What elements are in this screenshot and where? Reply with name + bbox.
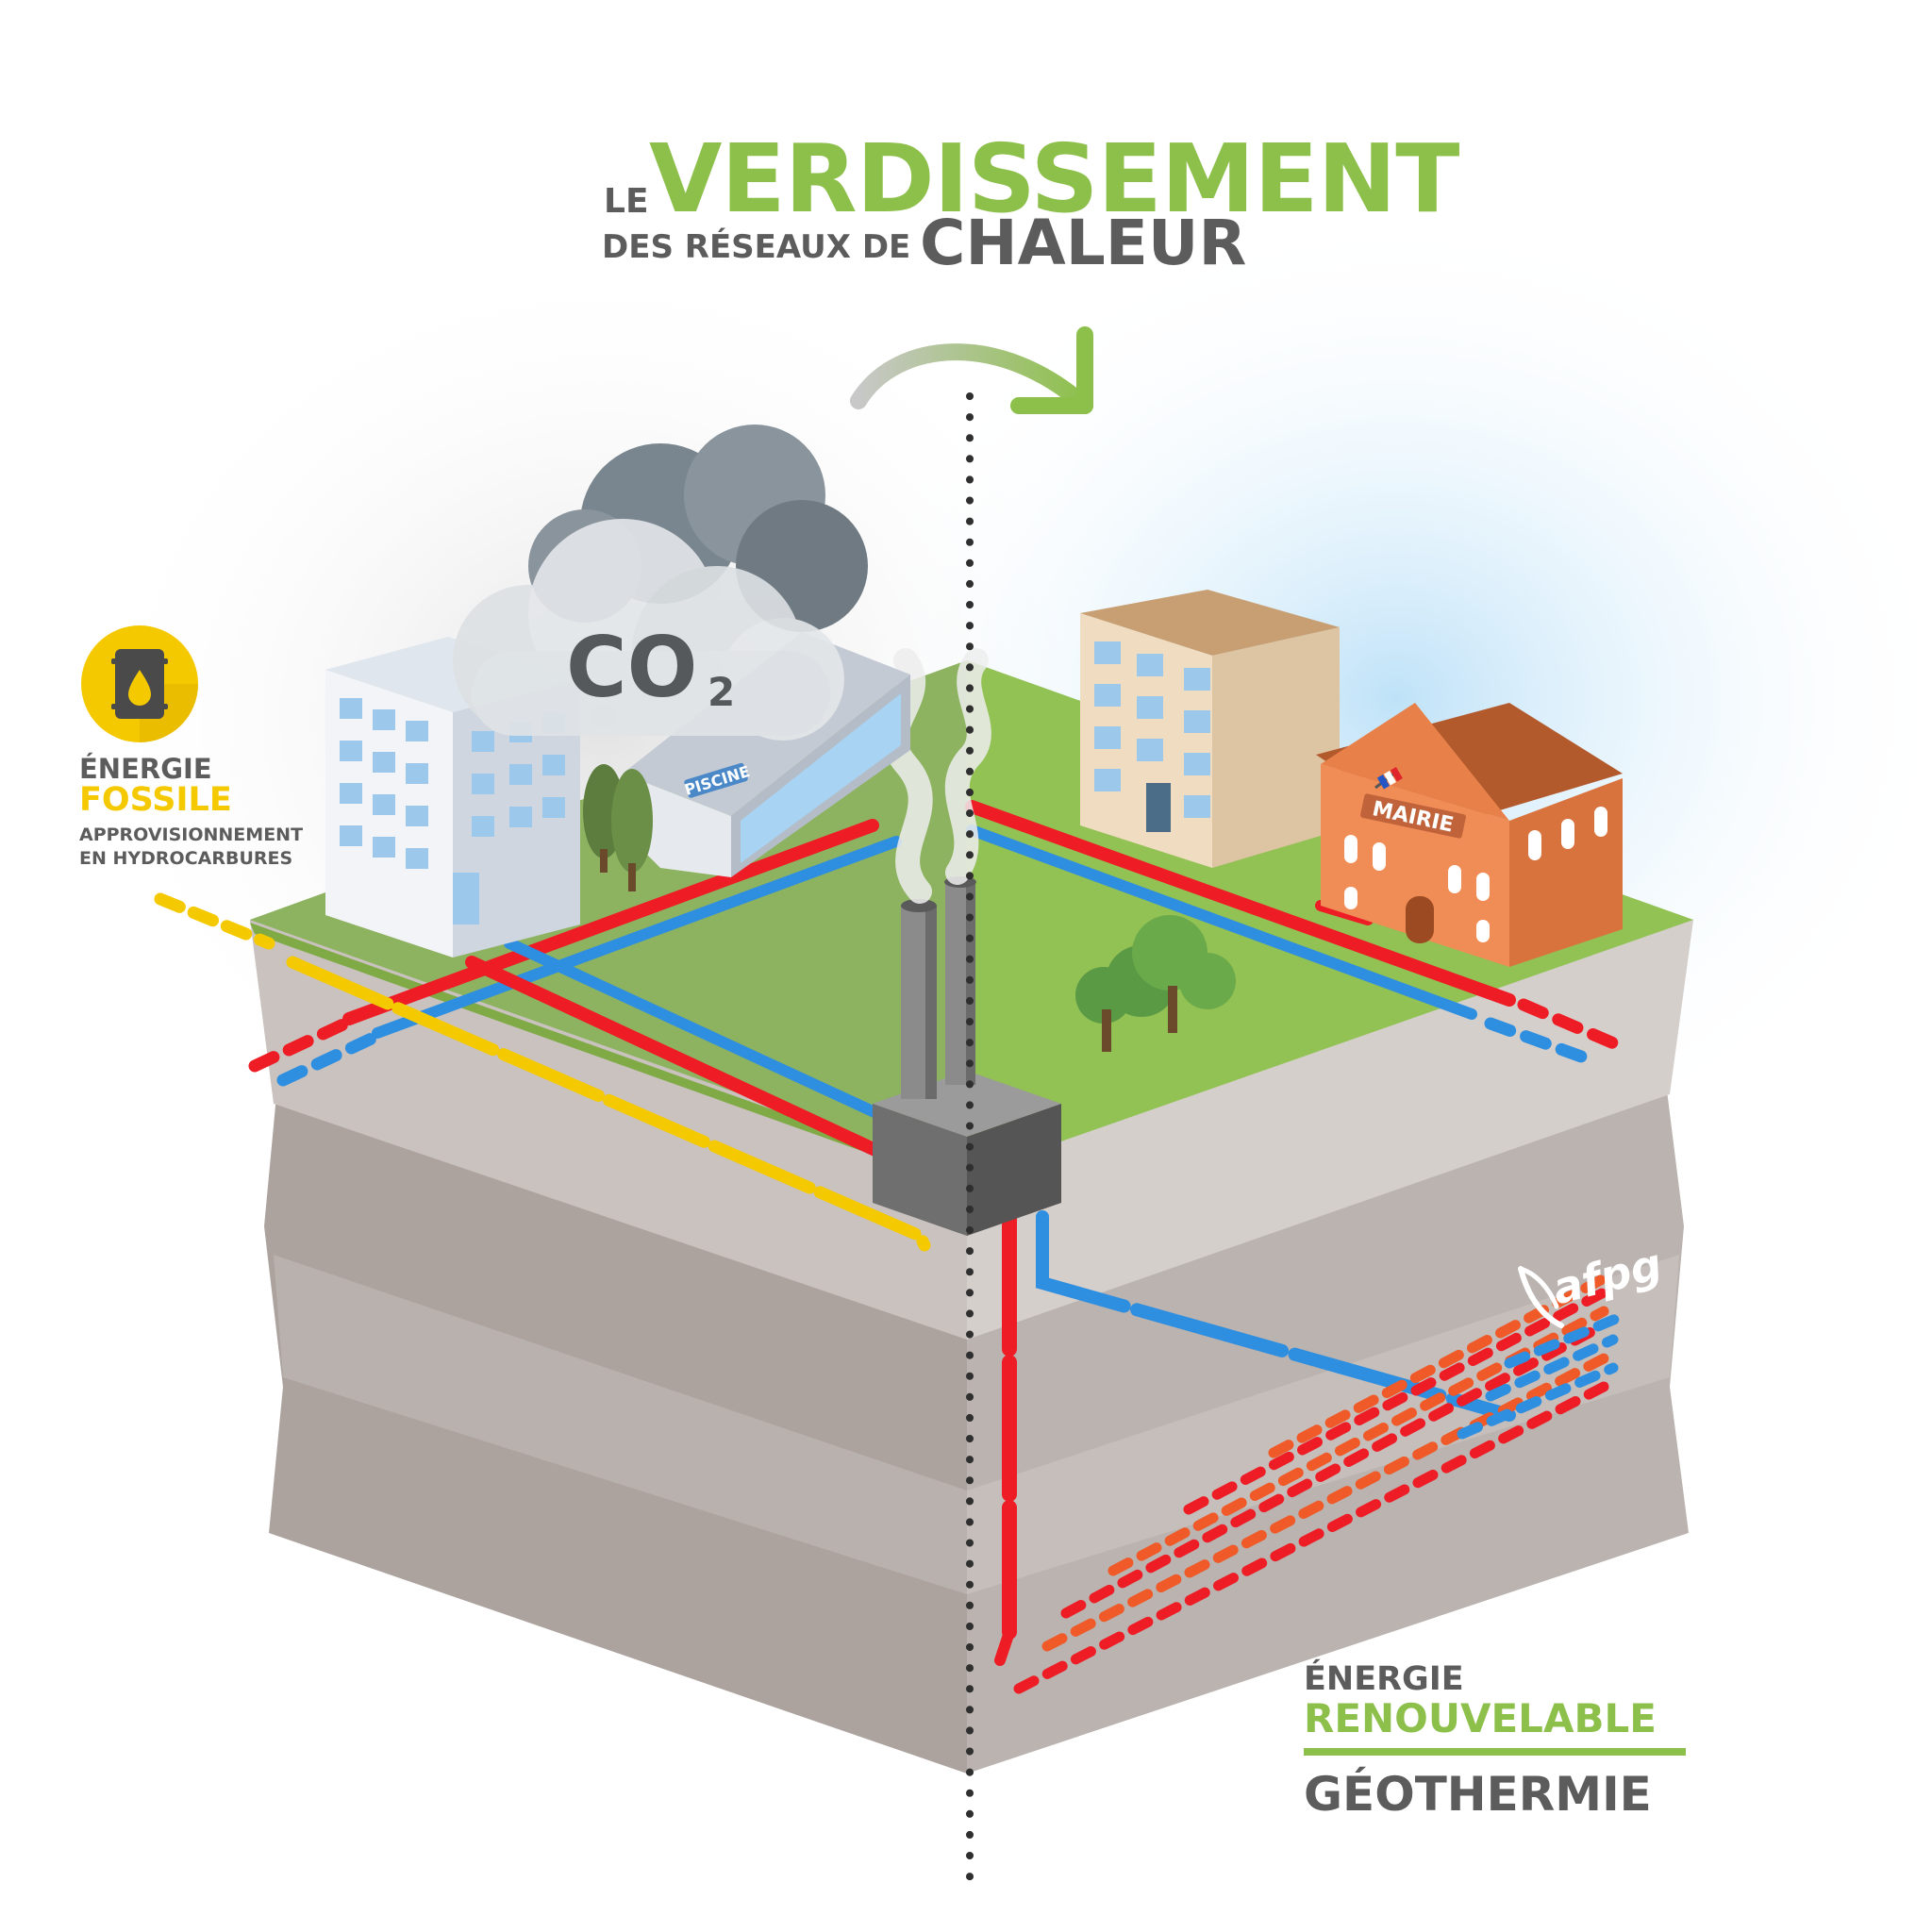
- pipes-outgoing-dashed: [248, 998, 1629, 1087]
- title-des-reseaux: DES RÉSEAUX DE: [602, 228, 911, 266]
- arrow-head: [1010, 326, 1093, 414]
- soil-layer-mid-right: [967, 1255, 1679, 1594]
- main-title: LE VERDISSEMENT DES RÉSEAUX DE CHALEUR: [0, 0, 1932, 302]
- flag-icon: [1374, 766, 1403, 790]
- office-building: [325, 637, 580, 958]
- co2-text: CO: [566, 619, 697, 716]
- renewable-line2: RENOUVELABLE: [1304, 1694, 1657, 1741]
- co2-subscript: 2: [708, 669, 735, 715]
- renewable-line1: ÉNERGIE: [1304, 1660, 1464, 1698]
- tree-icon: [583, 764, 653, 891]
- title-le: LE: [604, 182, 649, 221]
- apartment-building: [1080, 590, 1340, 868]
- town-hall-building: MAIRIE: [1316, 703, 1623, 967]
- fossil-line2: FOSSILE: [79, 781, 232, 820]
- title-chaleur: CHALEUR: [920, 207, 1247, 279]
- fossil-line3: APPROVISIONNEMENT: [79, 824, 304, 846]
- fossil-line1: ÉNERGIE: [79, 753, 212, 785]
- fossil-line4: EN HYDROCARBURES: [79, 847, 293, 869]
- renewable-underline: [1304, 1747, 1686, 1756]
- renewable-energy-label: ÉNERGIE RENOUVELABLE GÉOTHERMIE: [1304, 1662, 1686, 1818]
- tree-icon: [1075, 915, 1236, 1052]
- soil-layer-mid-left: [274, 1255, 967, 1594]
- hot-aquifer-rock: [1013, 1268, 1628, 1694]
- arrow-icon: [850, 343, 1093, 414]
- geothermal-wells: [994, 1209, 1516, 1666]
- soil-layer-top-right: [967, 920, 1693, 1340]
- renewable-line3: GÉOTHERMIE: [1304, 1766, 1652, 1822]
- title-verdissement: VERDISSEMENT: [649, 124, 1460, 234]
- fossil-energy-label: ÉNERGIE FOSSILE APPROVISIONNEMENT EN HYD…: [79, 755, 303, 871]
- hydrocarbon-supply-line: [154, 892, 931, 1252]
- oil-barrel-icon: [81, 625, 198, 742]
- co2-cloud: CO 2: [453, 425, 868, 741]
